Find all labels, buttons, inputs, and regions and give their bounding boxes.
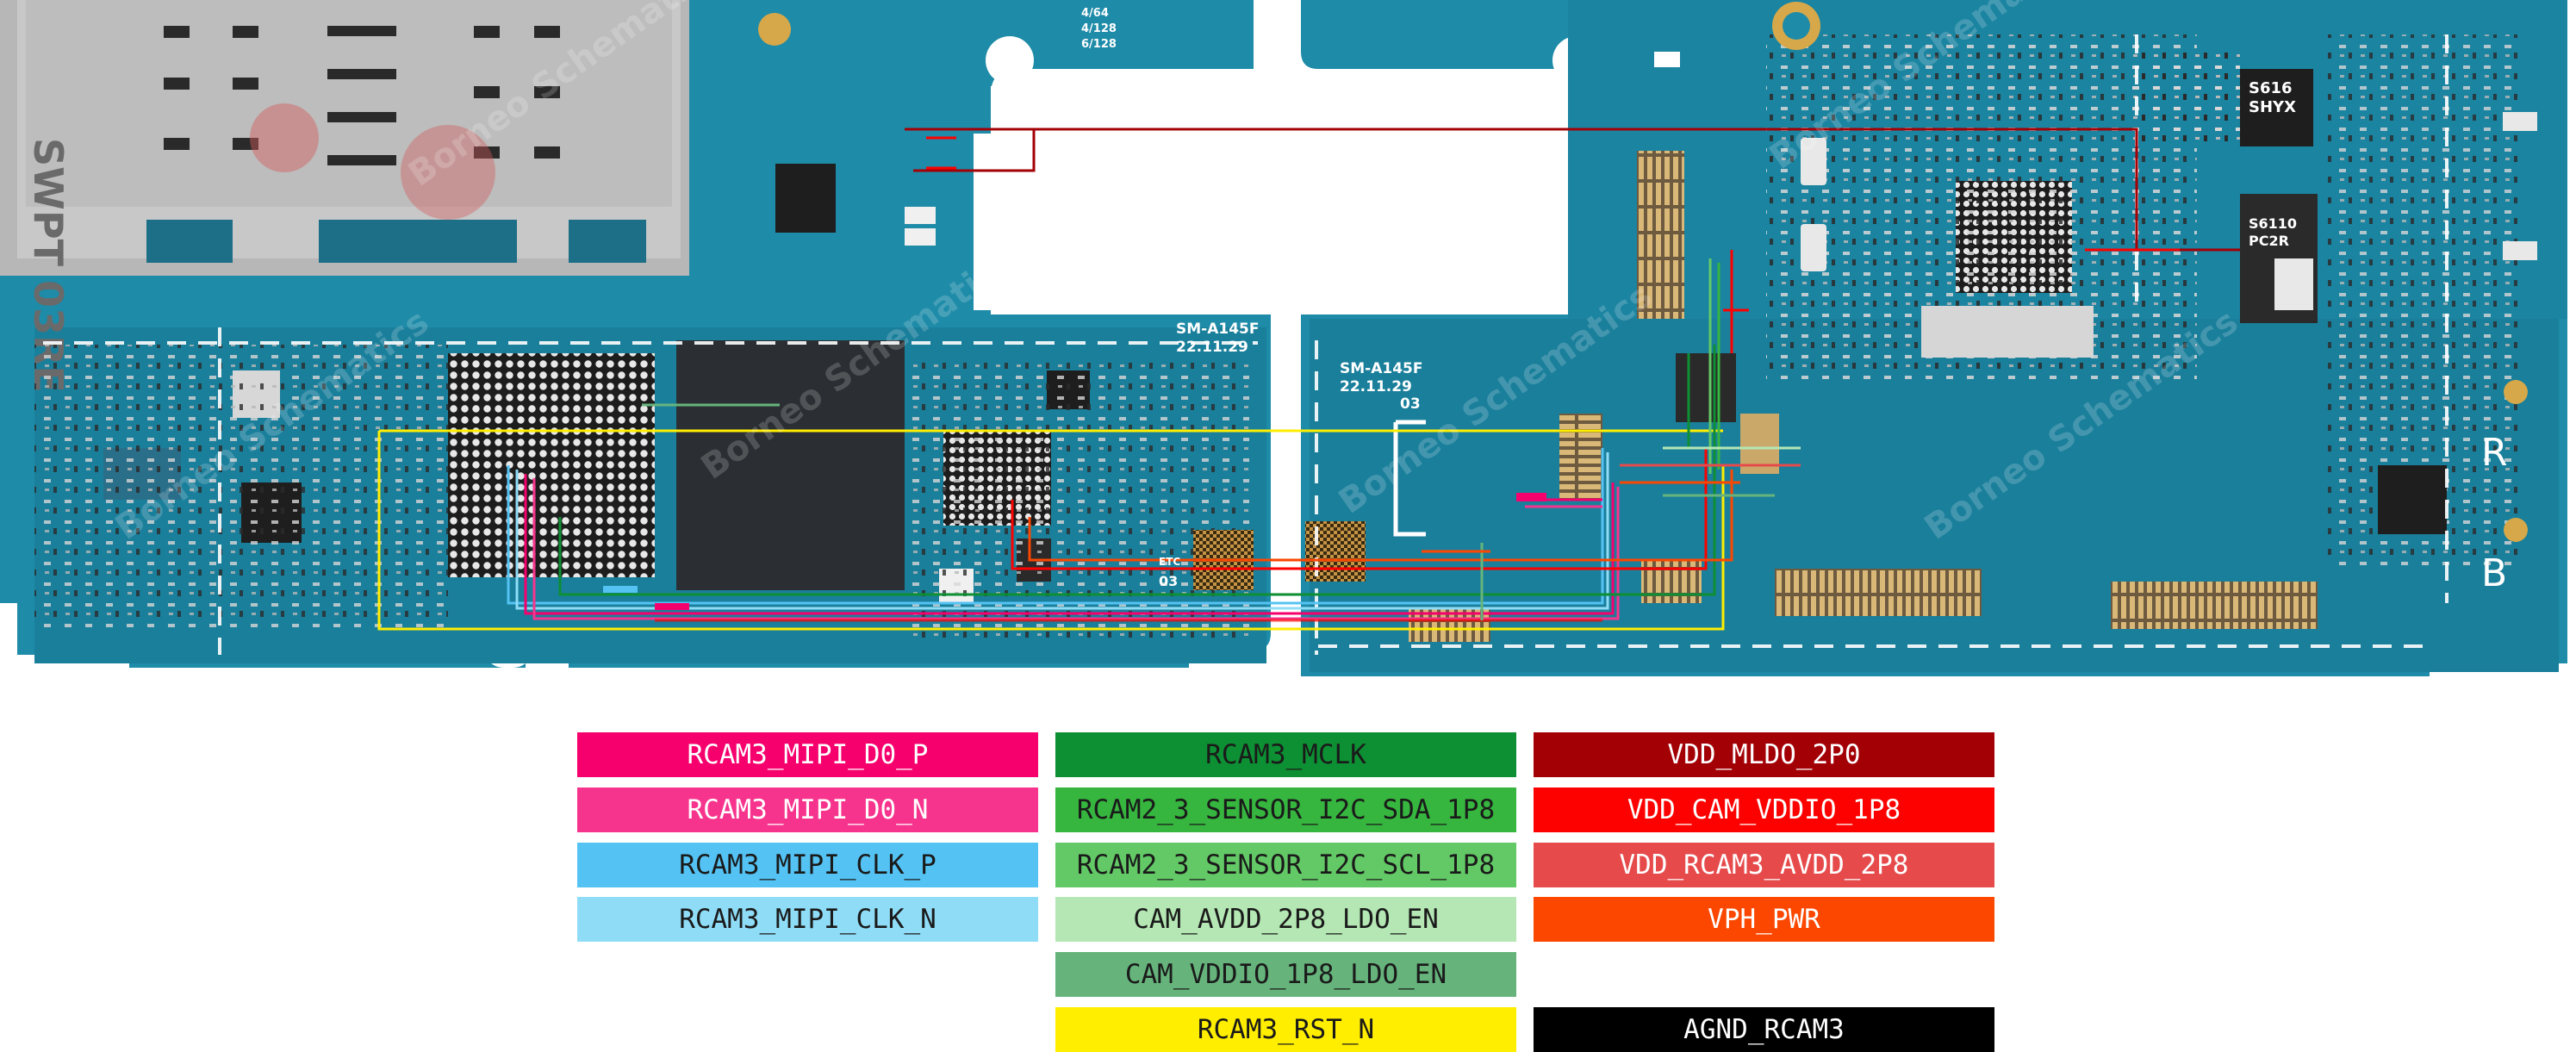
rev-mark: 03 [1159,573,1179,589]
legend-rcam3-mipi-d0-n: RCAM3_MIPI_D0_N [577,787,1038,832]
left-board-date: 22.11.29 [1176,339,1248,356]
ic-mark-1: S616 [2249,79,2293,97]
ic-mark-4: PC2R [2249,233,2289,249]
legend-cam-vddio-ldo-en: CAM_VDDIO_1P8_LDO_EN [1055,952,1516,997]
memory-mark-3: 6/128 [1081,38,1117,51]
etc-mark: ETC [1159,556,1181,568]
legend-rcam2-3-sensor-i2c-sda: RCAM2_3_SENSOR_I2C_SDA_1P8 [1055,787,1516,832]
right-board-rev: 03 [1400,395,1421,413]
right-board-date: 22.11.29 [1340,378,1412,395]
legend-rcam3-mipi-clk-n: RCAM3_MIPI_CLK_N [577,897,1038,942]
ic-mark-2: SHYX [2249,98,2296,116]
legend-rcam3-mipi-d0-p: RCAM3_MIPI_D0_P [577,732,1038,777]
right-board-model: SM-A145F [1340,360,1423,377]
memory-mark-1: 4/64 [1081,7,1109,20]
legend-rcam2-3-sensor-i2c-scl: RCAM2_3_SENSOR_I2C_SCL_1P8 [1055,843,1516,887]
legend-cam-avdd-ldo-en: CAM_AVDD_2P8_LDO_EN [1055,897,1516,942]
memory-mark-2: 4/128 [1081,22,1117,35]
legend-rcam3-rst-n: RCAM3_RST_N [1055,1007,1516,1052]
ic-mark-3: S6110 [2249,215,2298,232]
legend-vph-pwr: VPH_PWR [1534,897,1994,942]
legend-rcam3-mclk: RCAM3_MCLK [1055,732,1516,777]
side-letter-r: R [2481,431,2508,475]
legend-vdd-rcam3-avdd-2p8: VDD_RCAM3_AVDD_2P8 [1534,843,1994,887]
legend-rcam3-mipi-clk-p: RCAM3_MIPI_CLK_P [577,843,1038,887]
legend-vdd-cam-vddio-1p8: VDD_CAM_VDDIO_1P8 [1534,787,1994,832]
pcb-board: SWPT 03RE [0,0,2567,676]
legend-agnd-rcam3: AGND_RCAM3 [1534,1007,1994,1052]
legend-vdd-mldo-2p0: VDD_MLDO_2P0 [1534,732,1994,777]
left-board-model: SM-A145F [1176,321,1260,338]
side-letter-b: B [2481,551,2507,595]
